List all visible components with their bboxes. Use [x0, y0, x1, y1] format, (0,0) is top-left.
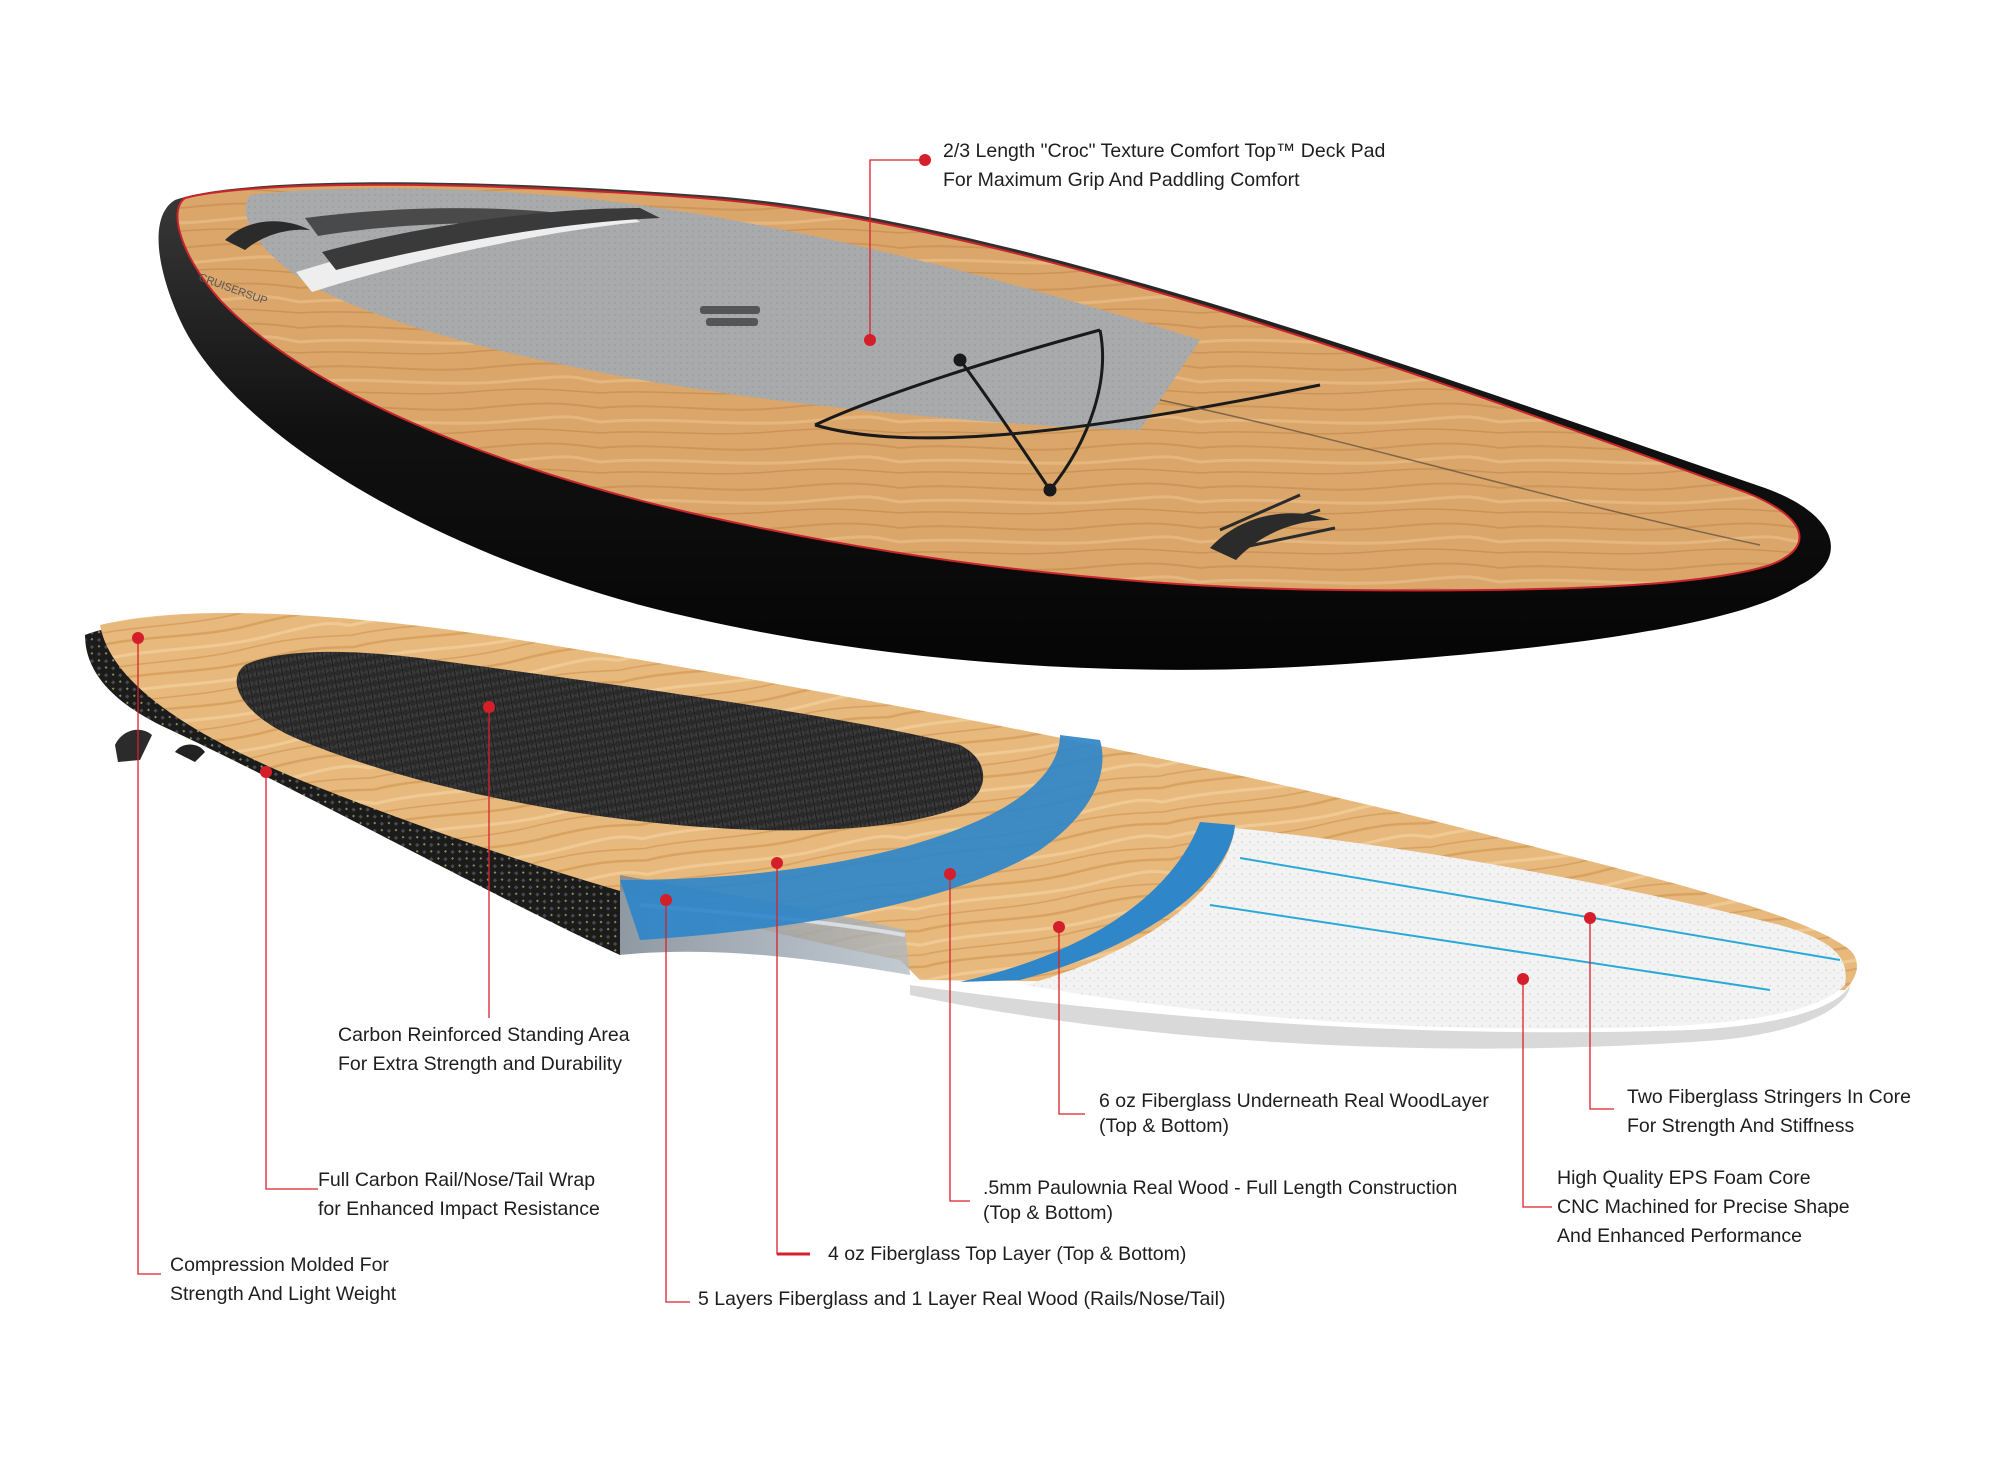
leader-stringers [1589, 918, 1614, 1110]
leader-five-layers [665, 900, 690, 1303]
label-carbon-rail: Full Carbon Rail/Nose/Tail Wrap for Enha… [318, 1166, 600, 1224]
label-eps-core: High Quality EPS Foam Core CNC Machined … [1557, 1164, 1850, 1251]
label-six-oz-line1: 6 oz Fiberglass Underneath Real WoodLaye… [1099, 1090, 1489, 1112]
label-six-oz-line2: (Top & Bottom) [1099, 1115, 1230, 1137]
label-paulownia-line2: (Top & Bottom) [983, 1202, 1114, 1224]
leader-dots [132, 154, 1596, 985]
label-five-layers: 5 Layers Fiberglass and 1 Layer Real Woo… [698, 1285, 1225, 1314]
label-eps-core-line2: CNC Machined for Precise Shape [1557, 1196, 1850, 1218]
label-carbon-standing-line1: Carbon Reinforced Standing Area [338, 1024, 630, 1046]
label-deck-pad: 2/3 Length "Croc" Texture Comfort Top™ D… [943, 137, 1385, 195]
deck-pad-stripe-dark-2 [322, 208, 660, 270]
sun-logo-icon [225, 221, 1336, 560]
carry-handle [700, 306, 760, 326]
label-carbon-standing-line2: For Extra Strength and Durability [338, 1053, 622, 1075]
cutaway-board [85, 613, 1857, 1049]
label-deck-pad-line1: 2/3 Length "Croc" Texture Comfort Top™ D… [943, 140, 1386, 162]
deck-pad-stripe-dark-1 [305, 208, 565, 236]
fin-box [175, 744, 205, 762]
label-two-stringers: Two Fiberglass Stringers In Core For Str… [1627, 1083, 1911, 1141]
label-four-oz-fiberglass: 4 oz Fiberglass Top Layer (Top & Bottom) [828, 1240, 1186, 1269]
leader-paulownia [949, 874, 970, 1202]
top-board: CRUISERSUP [158, 182, 1831, 670]
label-two-stringers-line2: For Strength And Stiffness [1627, 1115, 1855, 1137]
fiberglass-stringers [1209, 857, 1841, 991]
label-compression-line1: Compression Molded For [170, 1254, 389, 1276]
top-board-pinline [176, 183, 1801, 592]
label-six-oz-fiberglass: 6 oz Fiberglass Underneath Real WoodLaye… [1099, 1089, 1489, 1139]
label-deck-pad-line2: For Maximum Grip And Paddling Comfort [943, 169, 1300, 191]
cutaway-underside [910, 985, 1850, 1049]
top-board-centre-line [1159, 399, 1761, 546]
carbon-standing-area [236, 651, 984, 831]
label-two-stringers-line1: Two Fiberglass Stringers In Core [1627, 1086, 1911, 1108]
label-paulownia-line1: .5mm Paulownia Real Wood - Full Length C… [983, 1177, 1458, 1199]
deck-pad-stripe-white [296, 208, 640, 292]
label-eps-core-line3: And Enhanced Performance [1557, 1225, 1802, 1247]
label-compression: Compression Molded For Strength And Ligh… [170, 1251, 396, 1309]
leader-eps-core [1522, 979, 1552, 1208]
label-eps-core-line1: High Quality EPS Foam Core [1557, 1167, 1811, 1189]
leader-carbon-rail [265, 772, 318, 1190]
blue-band-6oz [960, 822, 1235, 982]
leader-deck-pad [869, 159, 925, 340]
eps-foam-core [1025, 828, 1846, 1029]
blue-band-4oz [620, 735, 1103, 940]
label-five-layers-line1: 5 Layers Fiberglass and 1 Layer Real Woo… [698, 1288, 1226, 1310]
label-compression-line2: Strength And Light Weight [170, 1283, 397, 1305]
leader-six-oz [1058, 927, 1085, 1115]
fin [115, 729, 152, 762]
label-carbon-rail-line2: for Enhanced Impact Resistance [318, 1198, 600, 1220]
bungee-straps [814, 328, 1321, 497]
label-carbon-rail-line1: Full Carbon Rail/Nose/Tail Wrap [318, 1169, 596, 1191]
label-carbon-standing: Carbon Reinforced Standing Area For Extr… [338, 1021, 630, 1079]
leader-compression [137, 638, 161, 1275]
label-four-oz-line1: 4 oz Fiberglass Top Layer (Top & Bottom) [828, 1243, 1187, 1265]
label-paulownia: .5mm Paulownia Real Wood - Full Length C… [983, 1176, 1457, 1226]
